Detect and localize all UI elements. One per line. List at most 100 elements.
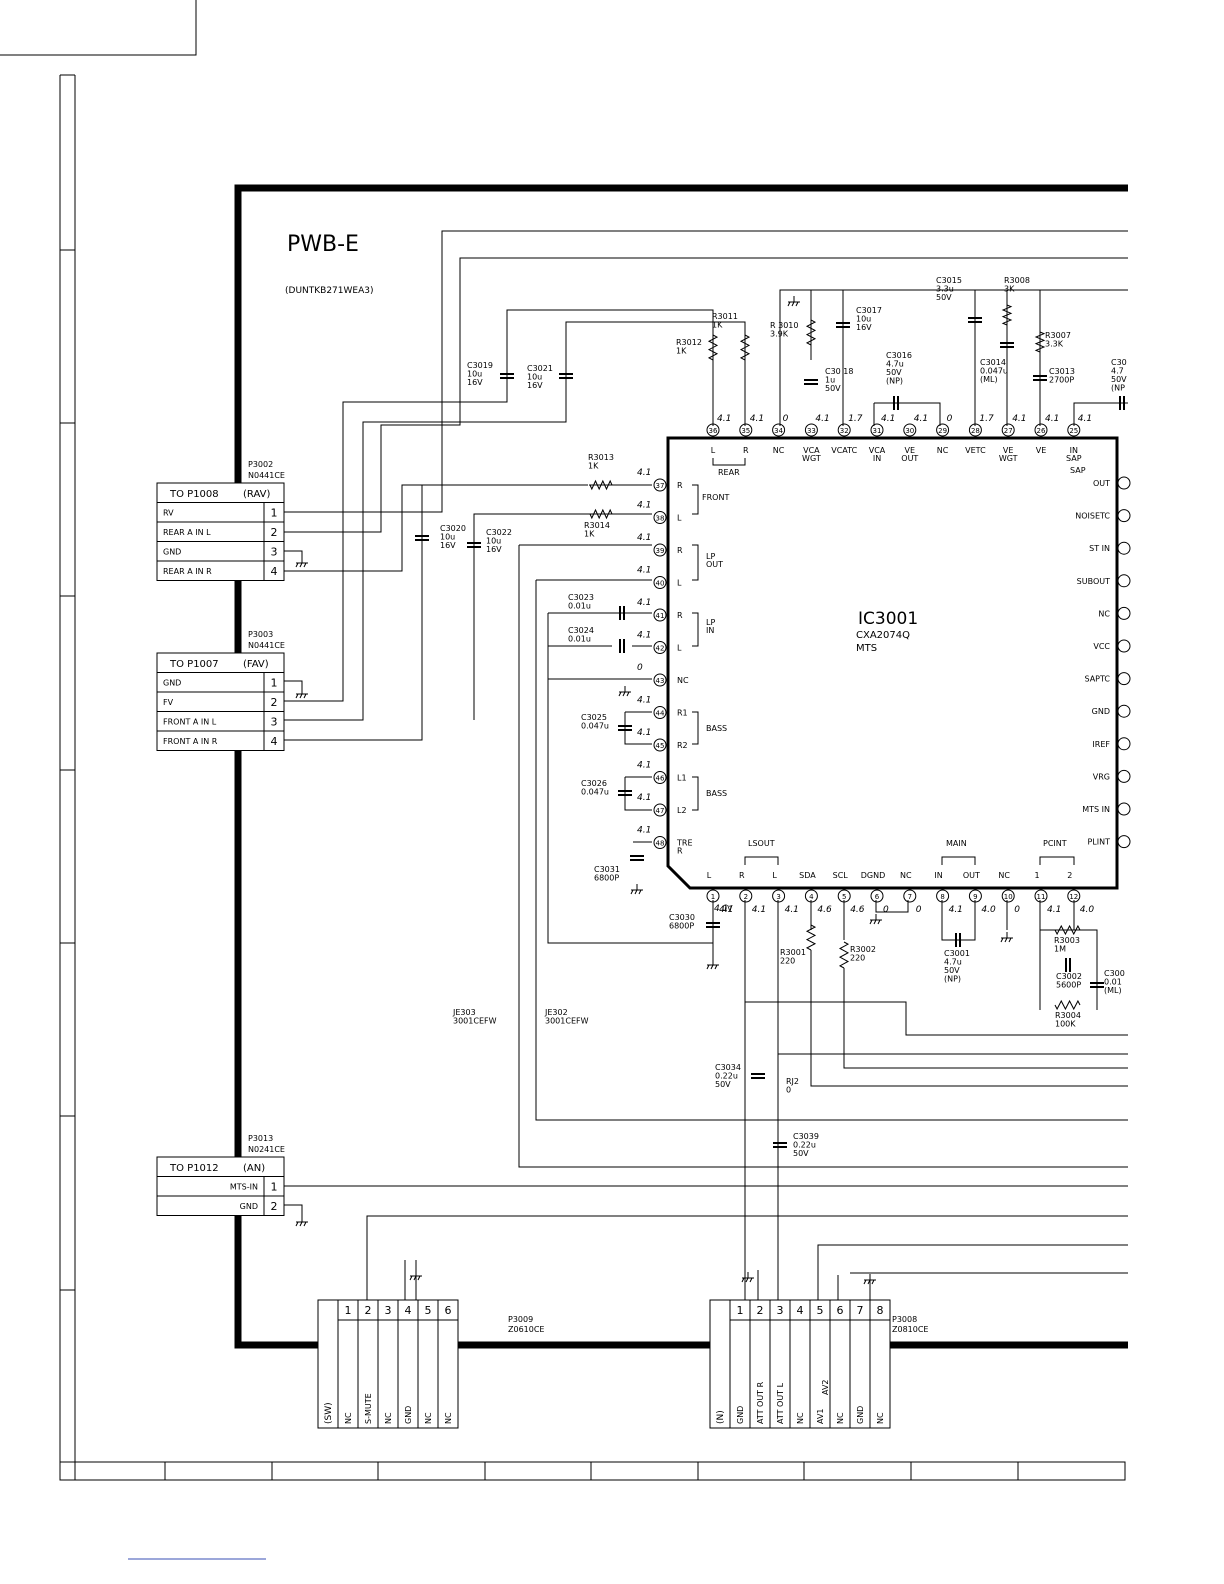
component-label-c3018: 1u [825,376,835,385]
connector-pin-number: 8 [877,1304,884,1317]
component-label-c3025: C3025 [581,713,607,722]
component-label-c3018: 50V [825,384,841,393]
connector-pin-number: 4 [271,735,278,748]
component-label-r3010: R 3010 [770,321,798,330]
ic-pin-label: L2 [677,806,687,815]
connector-tag: (FAV) [243,659,269,670]
component-label-c3001: 4.7u [944,958,962,967]
capacitor-symbol [893,396,899,410]
component-label-c3016: (NP) [886,377,903,386]
capacitor-symbol [751,1073,765,1079]
connector-title: TO P1007 [169,659,219,670]
ic3001-body [666,436,1119,890]
component-label-c3020: 16V [440,541,456,550]
component-label-c3002: C3002 [1056,972,1082,981]
ic-pin-number: 44 [656,710,665,718]
component-label-je302: 3001CEFW [545,1017,589,1026]
resistor-symbol [589,508,613,520]
ic-pin-2 [739,889,753,903]
capacitor-symbol [1090,982,1104,988]
connector-pin-number: 3 [385,1304,392,1317]
pin-voltage: 4.1 [714,904,728,914]
component-label-r3007: 3.3K [1045,340,1064,349]
pin-voltage: 4.1 [637,598,651,608]
capacitor-symbol [955,933,961,947]
capacitor-symbol [618,725,632,731]
connector-extra-label: AV2 [821,1379,830,1395]
capacitor-symbol [415,535,429,541]
component-label-c3017: 16V [856,323,872,332]
resistor-symbol [739,334,751,361]
ic-pin-label: NC [773,446,785,455]
ic-pin-group-label: MAIN [946,839,967,848]
ic-pin-label: R [677,847,683,856]
component-label-c3013: 2700P [1049,376,1074,385]
ic-pin-19 [1117,639,1131,653]
connector-pin-number: 5 [817,1304,824,1317]
capacitor-symbol [804,379,818,385]
ic-pin-label: IN [934,871,942,880]
ic-pin-label: 1 [1034,871,1039,880]
pin-voltage: 4.1 [881,414,895,424]
ic-pin-number: 31 [873,427,882,435]
component-label-c3034: 50V [715,1080,731,1089]
connector-pin-name: FRONT A IN L [163,718,217,727]
connector-pin-number: 4 [797,1304,804,1317]
capacitor-symbol [619,639,625,653]
ic-pin-group-label: REAR [718,468,740,477]
component-label-rj2: RJ2 [786,1077,799,1086]
component-label-c3012: (NP [1111,384,1125,393]
pin-voltage: 4.1 [717,414,731,424]
ic-pin-3 [772,889,786,903]
pin-voltage: 4.1 [637,468,651,478]
pin-voltage: 0 [637,663,643,673]
component-label-c3039: C3039 [793,1132,819,1141]
ic-pin-label: VCA [869,446,886,455]
ic-pin-24 [1117,476,1131,490]
ic-pin-46 [653,771,667,784]
ic-pin-number: 38 [656,515,665,523]
ic-pin-group-label: PCINT [1043,839,1067,848]
ic-pin-43 [653,673,667,687]
pin-voltage: 1.7 [979,414,994,424]
capacitor-symbol [618,790,632,796]
ic-pin-number: 43 [656,677,665,685]
connector-pin-number: 3 [271,546,278,559]
ic-model: CXA2074Q [856,630,910,641]
pin-voltage: 4.1 [1045,414,1059,424]
connector-pin-name: NC [424,1412,433,1424]
pin-voltage: 4.6 [817,905,832,915]
connector-pin-name: GND [404,1406,413,1424]
pin-voltage: 4.1 [637,728,651,738]
connector-pin-name: RV [163,509,174,518]
pin-voltage: 4.1 [637,793,651,803]
connector-pin-name: GND [736,1406,745,1424]
ic-pin-number: 28 [971,427,980,435]
ic-pin-27 [1001,423,1015,437]
component-label-je302: JE302 [544,1008,568,1017]
resistor-symbol [1001,304,1013,326]
board-part: (DUNTKB271WEA3) [285,286,374,296]
ic-pin-label: IN [1070,446,1078,455]
component-label-c3022: C3022 [486,528,512,537]
ground-symbol [630,884,643,895]
component-label-c3012: C30 [1111,358,1127,367]
connector-pin-name: NC [876,1412,885,1424]
ground-symbol [295,1216,308,1227]
capacitor-symbol [1119,396,1125,410]
ic-pin-48 [653,836,667,849]
ic-pin-14 [1117,802,1131,816]
pin-voltage: 4.0 [981,905,996,915]
ic-pin-label: 2 [1067,871,1072,880]
component-label-r3003: 1M [1054,945,1066,954]
capacitor-symbol [619,606,625,620]
ic-pin-group-label: BASS [706,724,727,733]
ic-pin-label: GND [1092,707,1110,716]
pin-voltage: 4.1 [785,905,799,915]
component-label-c3021: C3021 [527,364,553,373]
ic-pin-34 [772,423,786,437]
component-label-c3013: C3013 [1049,367,1075,376]
connector-pin-number: 7 [857,1304,864,1317]
